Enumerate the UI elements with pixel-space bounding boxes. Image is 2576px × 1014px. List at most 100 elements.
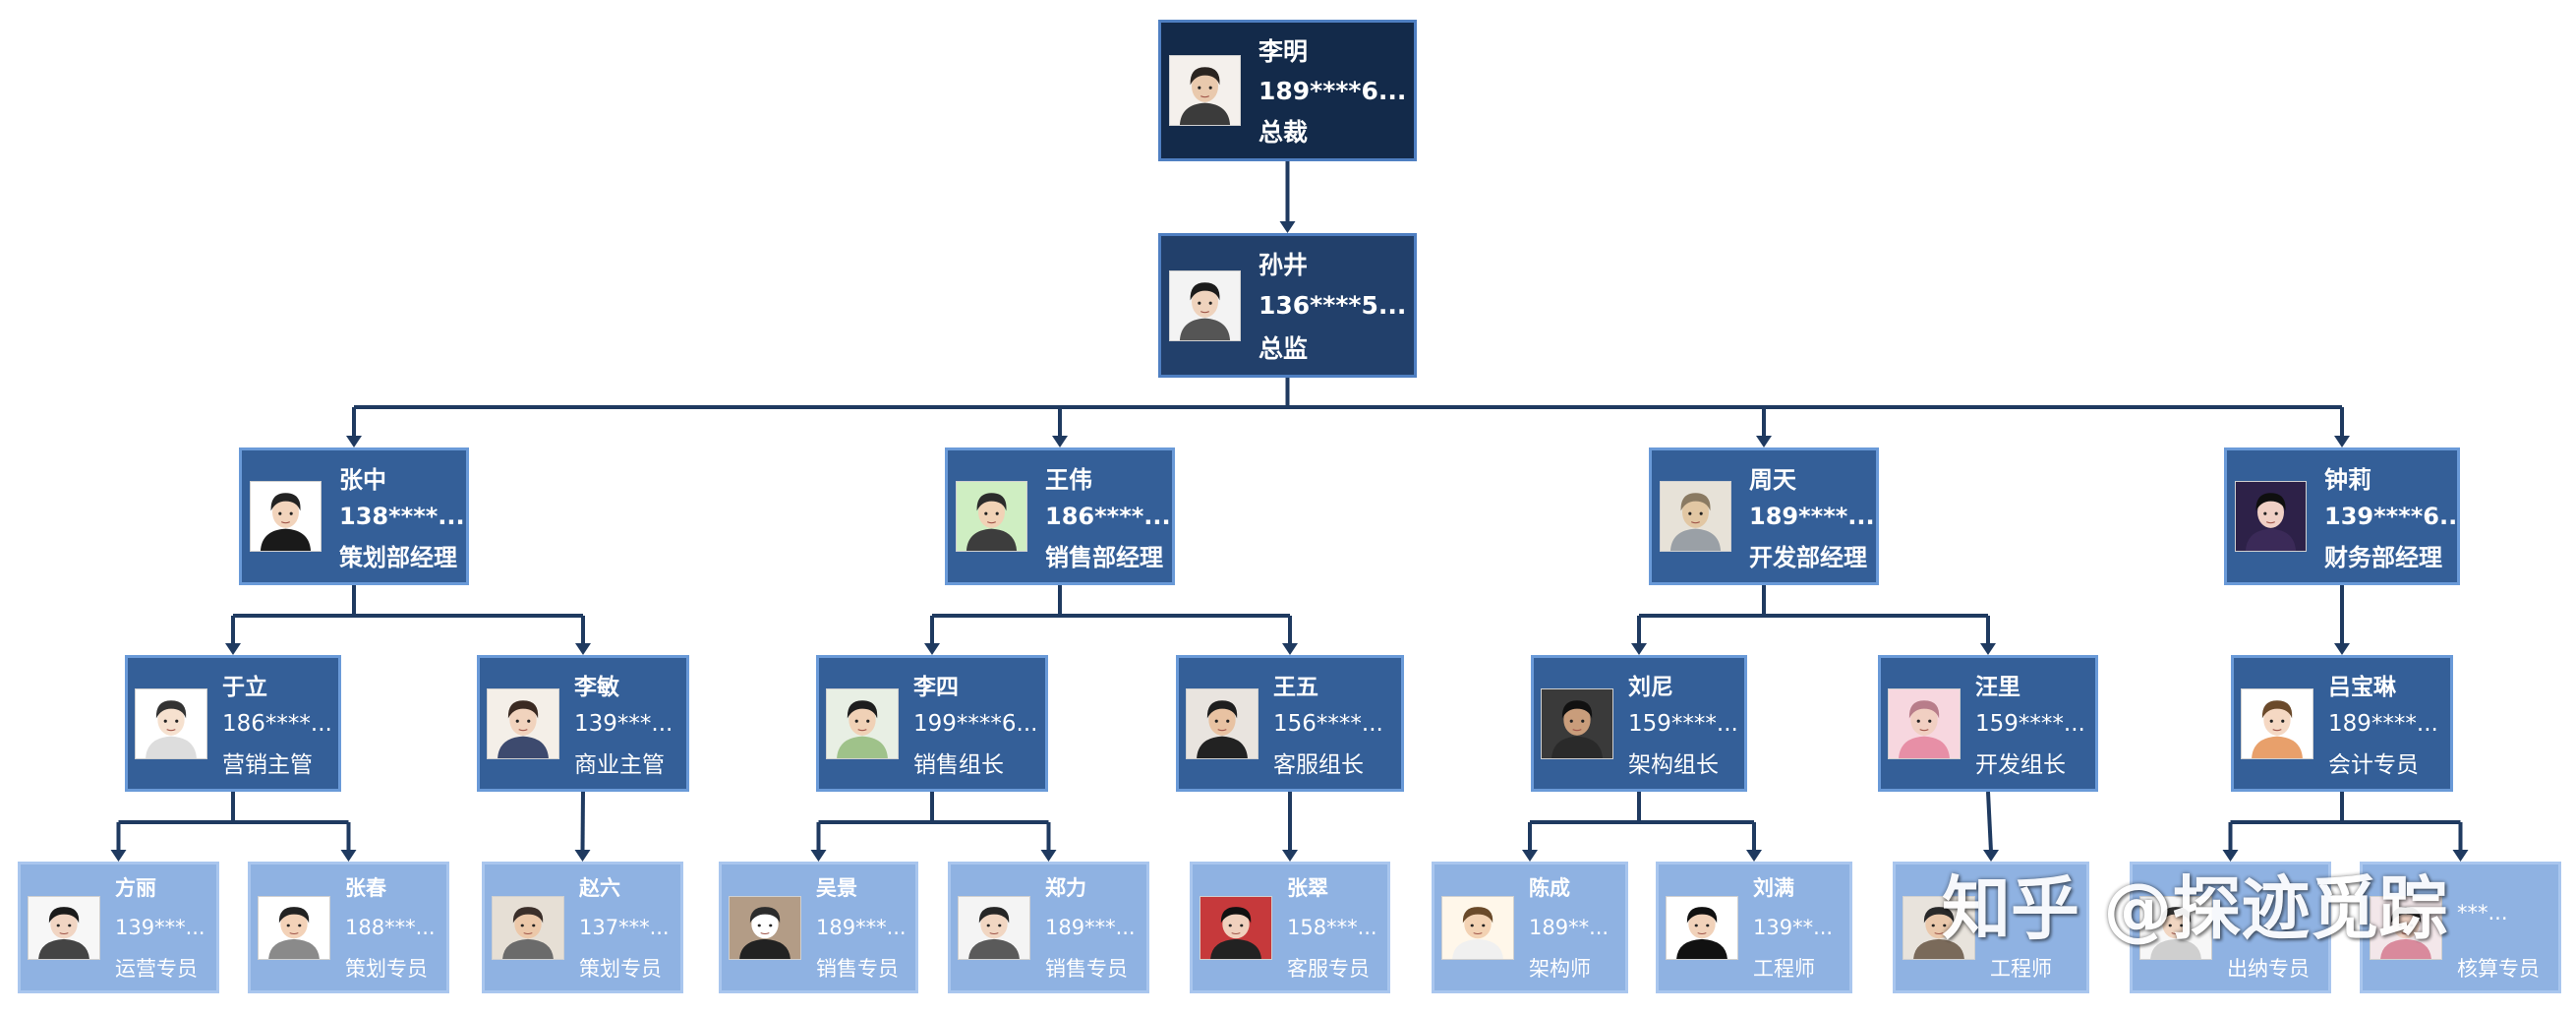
node-phone: 139***...: [574, 710, 673, 737]
connector-arrow-n2: [346, 436, 362, 447]
node-phone: 199****6...: [913, 710, 1038, 737]
avatar-boy-cartoon-icon: [1441, 895, 1514, 960]
node-name: 吕宝琳: [2328, 675, 2396, 700]
node-name: 郑力: [1045, 876, 1086, 900]
node-name: 钟莉: [2324, 466, 2371, 494]
org-node-n1: 孙井 136****5... 总监: [1158, 233, 1417, 378]
avatar-woman-long-hair-sketch-icon: [28, 895, 100, 960]
avatar-man-hoodie-icon: [492, 895, 564, 960]
node-phone: 138****...: [339, 503, 465, 530]
node-phone: 158***...: [1287, 916, 1377, 939]
node-phone: 159****...: [1628, 710, 1738, 737]
node-title: 客服组长: [1273, 752, 1364, 778]
connector-arrow-n19: [1522, 850, 1538, 862]
connector-arrow-n6: [225, 643, 241, 655]
org-node-n10: 刘尼 159****... 架构组长: [1531, 655, 1747, 792]
node-title: 工程师: [1753, 957, 1815, 981]
node-name: 刘尼: [1628, 675, 1673, 700]
avatar-man-cartoon-icon: [258, 895, 330, 960]
node-phone: 139***...: [115, 916, 205, 939]
avatar-girl-braids-icon: [2241, 687, 2313, 759]
avatar-boy-sketch-icon: [1660, 481, 1731, 552]
node-phone: 189***...: [1045, 916, 1136, 939]
node-name: 孙井: [1259, 251, 1309, 279]
connector-n7-n15: [580, 791, 585, 853]
node-name: 陈成: [1529, 876, 1570, 900]
node-title: 营销主管: [222, 752, 313, 778]
connector-arrow-n3: [1052, 436, 1068, 447]
node-title: 总裁: [1259, 118, 1309, 147]
node-phone: 137***...: [579, 916, 670, 939]
node-title: 销售专员: [816, 957, 899, 981]
connector-arrow-n23: [2452, 850, 2469, 862]
avatar-young-man-dark-hair-icon: [1169, 55, 1241, 126]
connector-n11-n21: [1986, 791, 1993, 853]
node-name: 周天: [1749, 466, 1796, 494]
node-title: 架构组长: [1628, 752, 1719, 778]
node-name: 于立: [222, 675, 267, 700]
connector-arrow-n1: [1279, 221, 1296, 233]
node-name: 刘满: [1753, 876, 1794, 900]
node-phone: 136****5...: [1259, 291, 1407, 320]
node-name: 李四: [913, 675, 959, 700]
avatar-man-suit-icon: [250, 481, 322, 552]
node-title: 总监: [1259, 334, 1309, 363]
avatar-woman-bob-hair-icon: [487, 687, 559, 759]
node-title: 销售部经理: [1045, 544, 1163, 571]
connector-arrow-n4: [1756, 436, 1772, 447]
connector-arrow-n11: [1980, 643, 1996, 655]
avatar-girl-short-hair-icon: [958, 895, 1030, 960]
connector-arrow-n20: [1746, 850, 1762, 862]
connector-arrow-n13: [110, 850, 127, 862]
node-title: 销售专员: [1045, 957, 1128, 981]
avatar-woman-red-background-icon: [1200, 895, 1272, 960]
avatar-man-green-background-icon: [956, 481, 1027, 552]
node-name: 李敏: [574, 675, 619, 700]
org-node-n17: 郑力 189***... 销售专员: [948, 862, 1149, 993]
node-phone: 189**...: [1529, 916, 1610, 939]
avatar-man-glasses-icon: [1186, 687, 1259, 759]
connector-arrow-n17: [1040, 850, 1057, 862]
node-title: 财务部经理: [2324, 544, 2442, 571]
node-title: 策划专员: [345, 957, 428, 981]
node-title: 商业主管: [574, 752, 665, 778]
avatar-woman-dark-background-icon: [2235, 481, 2307, 552]
connector-arrow-n9: [1282, 643, 1298, 655]
node-title: 工程师: [1990, 957, 2052, 981]
org-node-n23: ***...核算专员: [2360, 862, 2561, 993]
node-title: 开发部经理: [1749, 544, 1867, 571]
node-title: 销售组长: [913, 752, 1004, 778]
node-name: 王伟: [1045, 466, 1092, 494]
avatar-woman-pink-icon: [1888, 687, 1961, 759]
org-node-n7: 李敏 139***... 商业主管: [477, 655, 689, 792]
avatar-person-brown-background-icon: [729, 895, 801, 960]
node-title: 会计专员: [2328, 752, 2419, 778]
connector-arrow-n15: [574, 850, 591, 862]
node-phone: 189****...: [1749, 503, 1875, 530]
node-title: 核算专员: [2457, 957, 2540, 981]
node-title: 运营专员: [115, 957, 198, 981]
org-node-n21: 工程师: [1893, 862, 2089, 993]
node-name: 赵六: [579, 876, 620, 900]
node-name: 张中: [339, 466, 386, 494]
connector-arrow-n7: [575, 643, 591, 655]
node-phone: 159****...: [1975, 710, 2085, 737]
avatar-man-black-shirt-icon: [1666, 895, 1738, 960]
node-name: 张翠: [1287, 876, 1328, 900]
node-title: 策划专员: [579, 957, 662, 981]
avatar-woman-pink-bow-icon: [2370, 895, 2442, 960]
connector-arrow-n21: [1983, 850, 1999, 862]
